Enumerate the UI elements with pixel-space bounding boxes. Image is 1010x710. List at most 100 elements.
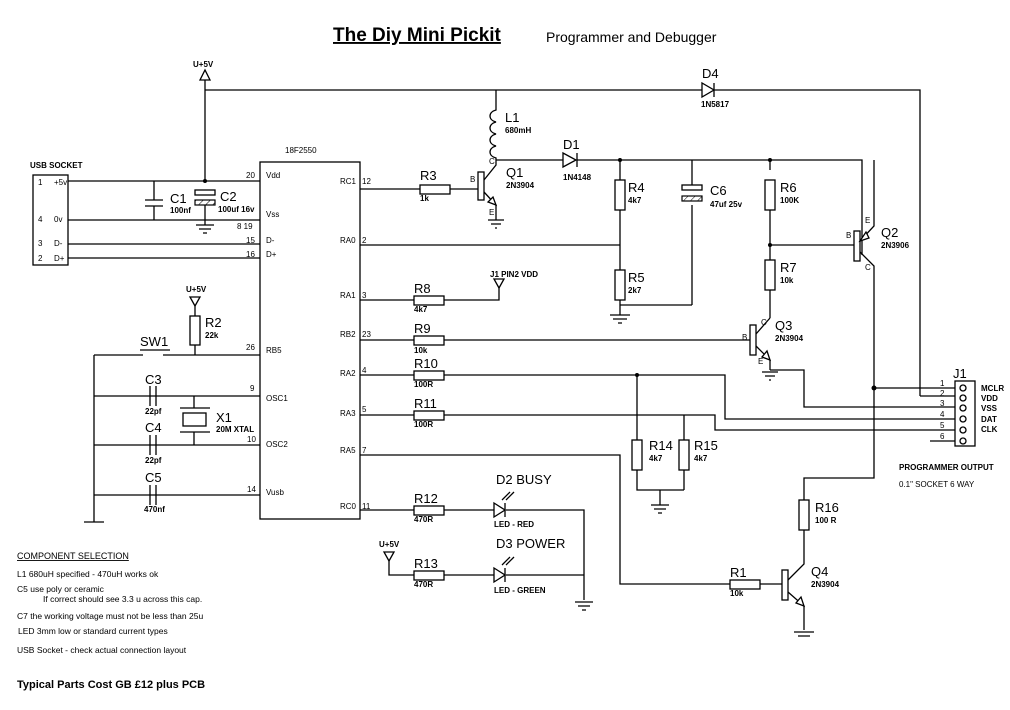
svg-text:10k: 10k — [414, 346, 428, 355]
svg-text:C1: C1 — [170, 191, 187, 206]
resistor-r4: R4 4k7 — [614, 160, 645, 270]
svg-text:1: 1 — [38, 178, 43, 187]
resistor-r3: R3 1k — [419, 168, 451, 203]
svg-text:D3 POWER: D3 POWER — [496, 536, 565, 551]
svg-text:1k: 1k — [420, 194, 429, 203]
svg-text:12: 12 — [362, 177, 371, 186]
wire-5v-rail — [204, 80, 921, 396]
usb-socket-pins: 1 +5v 4 0v 3 D- 2 D+ — [38, 178, 67, 263]
note-line: If correct should see 3.3 u across this … — [43, 594, 202, 604]
svg-text:5: 5 — [940, 421, 945, 430]
svg-text:C4: C4 — [145, 420, 162, 435]
wire-boost — [496, 159, 863, 255]
switch-sw1: SW1 — [140, 334, 170, 351]
svg-text:E: E — [865, 216, 870, 225]
svg-text:Q4: Q4 — [811, 564, 828, 579]
svg-text:4: 4 — [362, 366, 367, 375]
resistor-r10: R10 100R — [413, 356, 445, 389]
svg-text:C5: C5 — [145, 470, 162, 485]
ground-symbol — [794, 631, 814, 637]
svg-text:VSS: VSS — [981, 404, 998, 413]
wire-ra5 — [360, 454, 782, 585]
ground-symbol — [651, 504, 669, 514]
svg-text:R12: R12 — [414, 491, 438, 506]
svg-text:4: 4 — [940, 410, 945, 419]
diode-d1: D1 1N4148 — [562, 137, 592, 182]
svg-text:100R: 100R — [414, 420, 433, 429]
svg-text:VDD: VDD — [981, 394, 998, 403]
svg-text:2N3904: 2N3904 — [775, 334, 804, 343]
svg-text:RA5: RA5 — [340, 446, 356, 455]
svg-text:4: 4 — [38, 215, 43, 224]
svg-text:R5: R5 — [628, 270, 645, 285]
resistor-r8: R8 4k7 — [413, 281, 445, 314]
svg-text:DAT: DAT — [981, 415, 997, 424]
resistor-r15: R15 4k7 — [678, 415, 718, 490]
ground-symbol — [610, 314, 630, 324]
svg-text:RA0: RA0 — [340, 236, 356, 245]
page-subtitle: Programmer and Debugger — [546, 29, 717, 45]
svg-text:6: 6 — [940, 432, 945, 441]
svg-text:Q1: Q1 — [506, 165, 523, 180]
svg-text:9: 9 — [250, 384, 255, 393]
svg-text:1N4148: 1N4148 — [563, 173, 592, 182]
capacitor-c6: C6 47uf 25v — [681, 160, 743, 305]
svg-text:10k: 10k — [730, 589, 744, 598]
svg-text:C6: C6 — [710, 183, 727, 198]
resistor-r7: R7 10k — [764, 259, 797, 318]
svg-text:LED - RED: LED - RED — [494, 520, 534, 529]
svg-text:RC1: RC1 — [340, 177, 357, 186]
note-line: C5 use poly or ceramic — [17, 584, 105, 594]
wire-vss-j1 — [770, 369, 955, 408]
svg-text:100 R: 100 R — [815, 516, 837, 525]
svg-text:22k: 22k — [205, 331, 219, 340]
svg-text:RA1: RA1 — [340, 291, 356, 300]
transistor-q1: B C E Q1 2N3904 — [470, 157, 535, 220]
resistor-r12: R12 470R — [413, 491, 445, 524]
resistor-r5: R5 2k7 — [614, 269, 692, 315]
svg-text:8 19: 8 19 — [237, 222, 253, 231]
svg-text:D1: D1 — [563, 137, 580, 152]
resistor-r11: R11 100R — [413, 396, 445, 429]
svg-text:2N3904: 2N3904 — [811, 580, 840, 589]
svg-text:D+: D+ — [54, 254, 65, 263]
svg-text:U+5V: U+5V — [379, 540, 400, 549]
svg-text:4k7: 4k7 — [694, 454, 708, 463]
svg-text:B: B — [470, 175, 475, 184]
svg-text:R1: R1 — [730, 565, 747, 580]
svg-text:R8: R8 — [414, 281, 431, 296]
svg-text:3: 3 — [362, 291, 367, 300]
svg-text:D2 BUSY: D2 BUSY — [496, 472, 552, 487]
svg-text:C: C — [865, 263, 871, 272]
svg-text:10: 10 — [247, 435, 256, 444]
wire-ra1 — [360, 287, 500, 301]
svg-text:R4: R4 — [628, 180, 645, 195]
svg-text:J1 PIN2 VDD: J1 PIN2 VDD — [490, 270, 538, 279]
svg-text:CLK: CLK — [981, 425, 998, 434]
svg-text:4k7: 4k7 — [414, 305, 428, 314]
ground-symbol — [196, 224, 214, 234]
svg-text:B: B — [742, 333, 747, 342]
transistor-q2: B E C Q2 2N3906 — [846, 160, 910, 388]
svg-text:4k7: 4k7 — [649, 454, 663, 463]
svg-text:100K: 100K — [780, 196, 799, 205]
note-line: LED 3mm low or standard current types — [18, 626, 168, 636]
usb-socket-title: USB SOCKET — [30, 161, 83, 170]
vplus-top-symbol: U+5V — [193, 60, 214, 81]
svg-text:R9: R9 — [414, 321, 431, 336]
svg-text:47uf 25v: 47uf 25v — [710, 200, 743, 209]
svg-text:RA3: RA3 — [340, 409, 356, 418]
svg-text:R7: R7 — [780, 260, 797, 275]
j1-pins: 1 2 3 4 5 6 MCLR VDD VSS DAT CLK — [940, 379, 1004, 445]
svg-text:7: 7 — [362, 446, 367, 455]
j1-caption-1: PROGRAMMER OUTPUT — [899, 463, 994, 472]
svg-text:5: 5 — [362, 405, 367, 414]
svg-text:R16: R16 — [815, 500, 839, 515]
svg-text:R3: R3 — [420, 168, 437, 183]
svg-text:26: 26 — [246, 343, 255, 352]
svg-text:MCLR: MCLR — [981, 384, 1004, 393]
j1-body — [954, 380, 976, 447]
mcu-right-pins: RC1 12 RA0 2 RA1 3 RB2 23 RA2 4 RA3 5 RA… — [340, 177, 371, 511]
wire-usb-lines — [68, 180, 260, 259]
svg-text:Vdd: Vdd — [266, 171, 280, 180]
